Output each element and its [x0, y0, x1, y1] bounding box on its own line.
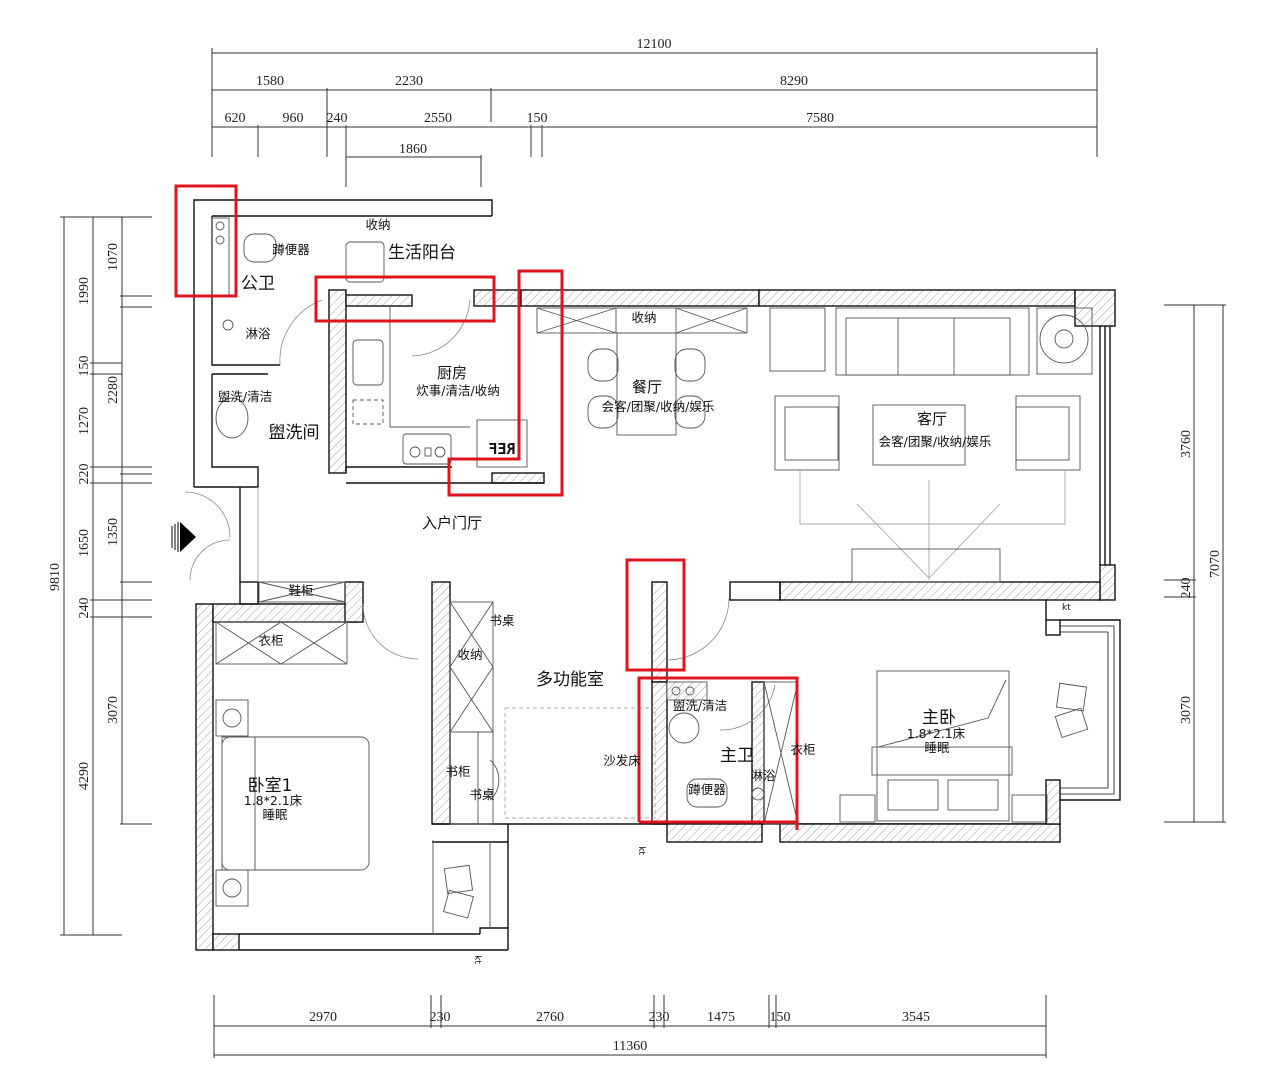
dim-bottom-3: 230 [648, 1010, 670, 1025]
dim-top-r2-2: 8290 [780, 74, 808, 89]
room-function: 会客/团聚/收纳/娱乐 [601, 399, 715, 414]
dim-top-r2-1: 2230 [395, 74, 423, 89]
highlight-public-bath-wall [174, 184, 238, 298]
highlight-boxes [174, 184, 799, 830]
dim-right-in-0: 3760 [1179, 430, 1194, 458]
dim-top-r4-0: 1860 [399, 142, 427, 157]
dim-left-overall: 9810 [48, 563, 63, 591]
ac-marker-multiroom: kt [635, 846, 646, 855]
fixture-shower: 淋浴 [245, 326, 271, 341]
wardrobe-label: 衣柜 [258, 633, 284, 648]
dim-left-in-0: 1070 [106, 243, 121, 271]
dim-left-mid-2: 1270 [77, 407, 92, 435]
dim-left-mid-4: 1650 [77, 529, 92, 557]
dim-right-overall: 7070 [1208, 550, 1223, 578]
walls [193, 199, 1121, 951]
bed-size: 1.8*2.1床 [906, 726, 966, 741]
dim-left-mid-0: 1990 [77, 277, 92, 305]
fixture-shower: 淋浴 [750, 768, 776, 783]
door-swings [184, 299, 776, 731]
fixture-squat-toilet: 蹲便器 [688, 782, 726, 797]
dim-left-in-1: 2280 [106, 376, 121, 404]
room-function: 炊事/清洁/收纳 [416, 383, 500, 398]
ac-marker-master: kt [1062, 603, 1071, 613]
room-name: 主卫 [720, 746, 754, 766]
fixture-basin: 盥洗/清洁 [217, 389, 273, 404]
bed-size: 1.8*2.1床 [243, 793, 303, 808]
dim-left-in-2: 1350 [106, 518, 121, 546]
highlight-kitchen-right-wall [447, 269, 564, 497]
dim-left-mid-6: 4290 [77, 762, 92, 790]
dim-bottom-overall: 11360 [612, 1039, 648, 1054]
bookcase-label: 书柜 [445, 764, 471, 779]
desk-label-2: 书桌 [469, 787, 495, 802]
fixture-basin: 盥洗/清洁 [672, 698, 728, 713]
highlight-kitchen-top-wall [314, 275, 496, 323]
dim-top-r3-3: 2550 [424, 111, 452, 126]
dim-top-r3-4: 150 [526, 111, 548, 126]
fixture-squat-toilet: 蹲便器 [272, 242, 310, 257]
room-function: 睡眠 [262, 807, 288, 822]
dim-right-in-1: 240 [1179, 577, 1194, 599]
sofa-bed-label: 沙发床 [603, 753, 641, 768]
room-name: 生活阳台 [388, 243, 456, 263]
dim-bottom-6: 3545 [902, 1010, 930, 1025]
room-name: 卧室1 [247, 776, 293, 796]
storage-label: 收纳 [365, 217, 391, 232]
dim-top-r3-2: 240 [326, 111, 348, 126]
highlight-master-bath [637, 676, 799, 830]
room-name: 公卫 [241, 274, 275, 294]
dimension-lines [60, 48, 1226, 1058]
dim-top-r3-0: 620 [224, 111, 246, 126]
ac-marker-bedroom1: kt [471, 955, 482, 964]
room-function: 睡眠 [924, 740, 950, 755]
dim-right-in-2: 3070 [1179, 696, 1194, 724]
room-name: 主卧 [922, 708, 956, 728]
shoe-cabinet-label: 鞋柜 [288, 583, 314, 598]
wardrobe-label: 衣柜 [790, 742, 816, 757]
room-function: 会客/团聚/收纳/娱乐 [878, 434, 992, 449]
dim-bottom-4: 1475 [707, 1010, 735, 1025]
desk-label: 书桌 [489, 613, 515, 628]
dim-left-mid-3: 220 [77, 463, 92, 485]
room-name: 餐厅 [631, 378, 663, 396]
dim-top-r2-0: 1580 [256, 74, 284, 89]
storage-label: 收纳 [457, 647, 483, 662]
room-name: 盥洗间 [268, 423, 320, 443]
highlight-partition-wall [625, 558, 686, 672]
dim-top-overall: 12100 [636, 37, 672, 52]
room-name: 厨房 [436, 364, 468, 382]
entrance-arrow-icon [171, 522, 196, 552]
fridge-label: REF [488, 440, 516, 458]
room-name: 客厅 [916, 410, 948, 428]
furniture [211, 217, 1093, 934]
room-name: 入户门厅 [421, 514, 483, 532]
storage-label: 收纳 [631, 310, 657, 325]
dim-bottom-0: 2970 [309, 1010, 337, 1025]
dim-left-mid-1: 150 [77, 355, 92, 377]
dim-left-in-3: 3070 [106, 696, 121, 724]
dim-top-r3-5: 7580 [806, 111, 834, 126]
room-name: 多功能室 [536, 670, 604, 690]
dim-bottom-1: 230 [429, 1010, 451, 1025]
dim-top-r3-1: 960 [282, 111, 304, 126]
dim-bottom-2: 2760 [536, 1010, 564, 1025]
dim-left-mid-5: 240 [77, 597, 92, 619]
dim-bottom-5: 150 [769, 1010, 791, 1025]
